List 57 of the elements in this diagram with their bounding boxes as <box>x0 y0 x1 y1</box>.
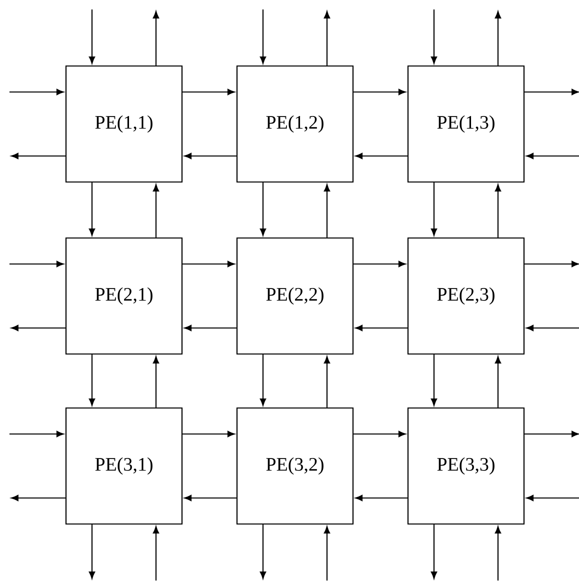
arrow <box>260 354 266 406</box>
arrow <box>9 88 64 96</box>
arrow <box>11 152 66 160</box>
arrow <box>524 430 579 438</box>
arrow <box>494 184 502 238</box>
arrow <box>430 354 438 406</box>
arrow <box>88 524 96 579</box>
arrow <box>324 184 330 238</box>
arrow <box>494 526 502 581</box>
arrow <box>184 324 236 332</box>
arrow <box>182 88 235 96</box>
arrow <box>152 11 160 66</box>
arrow <box>324 526 330 581</box>
arrow <box>354 430 406 438</box>
arrow <box>355 494 408 502</box>
arrow <box>430 524 438 579</box>
pe-box: PE(1,2) <box>236 65 354 183</box>
arrow <box>9 260 64 268</box>
arrow <box>11 324 66 332</box>
arrow <box>430 9 438 64</box>
pe-box: PE(3,1) <box>65 407 183 525</box>
arrow <box>324 356 330 408</box>
arrow <box>526 152 579 160</box>
arrow <box>184 152 236 160</box>
arrow <box>354 260 406 268</box>
arrow <box>524 260 579 268</box>
arrow <box>182 260 235 268</box>
pe-box: PE(3,2) <box>236 407 354 525</box>
arrow <box>184 494 236 502</box>
arrow <box>88 9 96 64</box>
arrow <box>88 354 96 406</box>
arrow <box>524 88 579 96</box>
arrow <box>11 494 66 502</box>
arrow <box>354 88 406 96</box>
arrow <box>88 182 96 236</box>
arrow <box>494 356 502 408</box>
arrow <box>260 182 266 236</box>
arrow <box>9 430 64 438</box>
arrow <box>260 524 266 579</box>
arrow <box>355 152 408 160</box>
pe-box: PE(2,2) <box>236 237 354 355</box>
arrow <box>152 184 160 238</box>
arrow <box>152 356 160 408</box>
arrow <box>182 430 235 438</box>
pe-box: PE(2,3) <box>407 237 525 355</box>
arrow <box>430 182 438 236</box>
arrow <box>324 11 330 66</box>
arrow <box>494 11 502 66</box>
arrow <box>526 494 579 502</box>
arrow <box>355 324 408 332</box>
pe-box: PE(2,1) <box>65 237 183 355</box>
arrow <box>526 324 579 332</box>
pe-box: PE(1,3) <box>407 65 525 183</box>
arrow <box>260 9 266 64</box>
arrow <box>152 526 160 581</box>
pe-box: PE(3,3) <box>407 407 525 525</box>
pe-box: PE(1,1) <box>65 65 183 183</box>
